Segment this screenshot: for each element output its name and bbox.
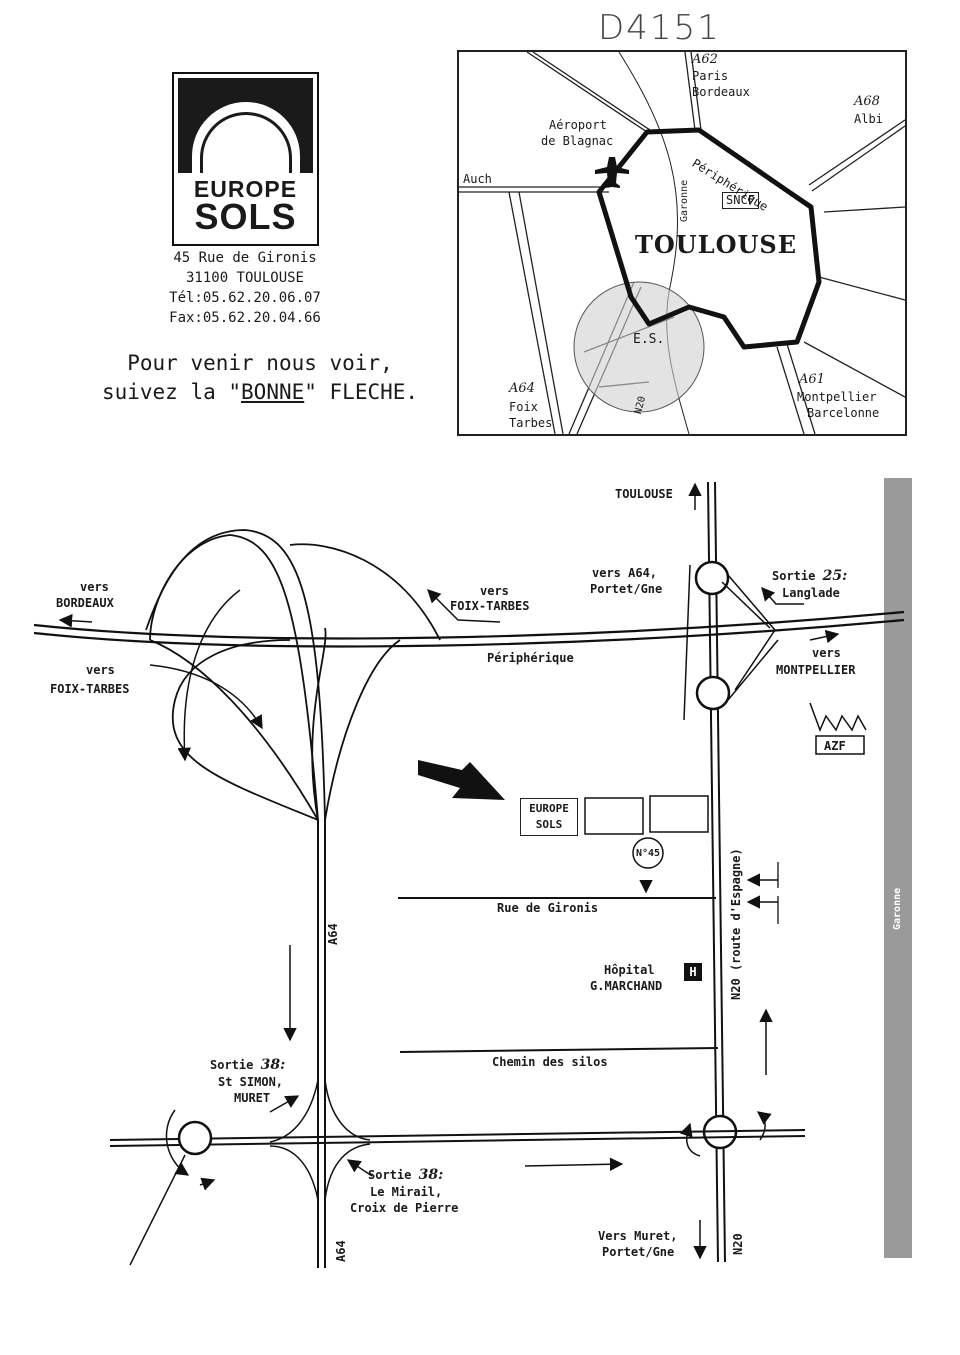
- label-foix-tarbes-top: FOIX-TARBES: [450, 599, 530, 613]
- label-vers-3: vers: [86, 663, 115, 677]
- big-arrow-icon: [418, 760, 505, 800]
- factory-icon: [809, 702, 867, 755]
- label-sortie-38-top: Sortie 38:: [210, 1057, 286, 1073]
- label-sortie-38-bottom: Sortie 38:: [368, 1167, 444, 1183]
- label-rue-de-gironis: Rue de Gironis: [497, 901, 599, 915]
- label-vers-muret: Vers Muret,: [598, 1229, 678, 1243]
- label-foix-tarbes-left: FOIX-TARBES: [50, 682, 130, 696]
- inset-city-label: TOULOUSE: [635, 230, 798, 259]
- label-vers-2: vers: [480, 584, 509, 598]
- label-muret: MURET: [234, 1091, 271, 1105]
- label-garonne: Garonne: [892, 887, 903, 930]
- inset-a68-label: A68: [854, 94, 880, 109]
- label-hopital: Hôpital: [604, 963, 655, 977]
- label-toulouse: TOULOUSE: [615, 487, 673, 501]
- airplane-icon: [595, 157, 629, 188]
- inset-tarbes-label: Tarbes: [509, 416, 553, 430]
- label-g-marchand: G.MARCHAND: [590, 979, 663, 993]
- inset-sncf-label: SNCF: [722, 192, 759, 209]
- logo-text-europe: EUROPE: [193, 176, 298, 202]
- label-portet: Portet/Gne: [590, 582, 663, 596]
- tagline-emphasis: BONNE: [241, 380, 305, 404]
- europe-sols-logo: EUROPE SOLS: [172, 72, 319, 246]
- logo-arch-band: [178, 78, 313, 173]
- label-n20-bottom: N20: [731, 1233, 745, 1255]
- inset-foix-label: Foix: [509, 400, 538, 414]
- label-langlade: Langlade: [782, 586, 840, 600]
- label-n20-route-espagne: N20 (route d'Espagne): [729, 848, 743, 1000]
- label-vers-4: vers: [812, 646, 841, 660]
- label-croix-de-pierre: Croix de Pierre: [350, 1201, 459, 1215]
- label-chemin-des-silos: Chemin des silos: [492, 1055, 608, 1069]
- inset-a61-label: A61: [799, 372, 825, 387]
- address-fax: Fax:05.62.20.04.66: [169, 310, 321, 326]
- label-a64-top: A64: [326, 923, 340, 945]
- handwritten-reference: D4151: [598, 8, 721, 48]
- tagline-line1: Pour venir nous voir,: [127, 351, 393, 375]
- tagline-line2: suivez la "BONNE" FLECHE.: [101, 380, 419, 404]
- inset-roads: [459, 52, 905, 434]
- label-st-simon: St SIMON,: [218, 1075, 284, 1089]
- inset-map: SNCF A62 Paris Bordeaux A68 Albi Aéropor…: [457, 50, 907, 436]
- inset-barcelonne-label: Barcelonne: [807, 406, 880, 420]
- inset-bordeaux-label: Bordeaux: [692, 85, 750, 99]
- label-le-mirail: Le Mirail,: [370, 1185, 443, 1199]
- garonne-river: [884, 478, 912, 1258]
- inset-paris-label: Paris: [692, 69, 729, 83]
- label-a64-bottom: A64: [334, 1240, 348, 1262]
- inset-a62-label: A62: [692, 52, 718, 67]
- inset-airport-label-1: Aéroport: [549, 118, 607, 132]
- logo-text-sols: SOLS: [194, 196, 297, 237]
- label-street-number: N°45: [635, 848, 661, 859]
- address-street: 45 Rue de Gironis: [173, 250, 317, 266]
- inset-auch-label: Auch: [463, 172, 492, 186]
- inset-es-label: E.S.: [633, 332, 665, 347]
- address-city: 31100 TOULOUSE: [185, 270, 304, 286]
- label-vers-1: vers: [80, 580, 109, 594]
- hospital-h-letter: H: [689, 965, 697, 979]
- label-montpellier: MONTPELLIER: [776, 663, 856, 677]
- label-azf: AZF: [824, 739, 846, 753]
- label-portet-bottom: Portet/Gne: [602, 1245, 675, 1259]
- inset-a64-label: A64: [509, 381, 535, 396]
- label-peripherique: Périphérique: [487, 651, 574, 665]
- inset-airport-label-2: de Blagnac: [541, 134, 614, 148]
- address-tel: Tél:05.62.20.06.07: [169, 290, 321, 306]
- label-sortie-25: Sortie 25:: [772, 568, 848, 584]
- hospital-icon: [684, 963, 702, 981]
- inset-albi-label: Albi: [854, 112, 883, 126]
- label-vers-a64: vers A64,: [592, 566, 658, 580]
- label-bordeaux: BORDEAUX: [56, 596, 114, 610]
- inset-montpellier-label: Montpellier: [797, 390, 877, 404]
